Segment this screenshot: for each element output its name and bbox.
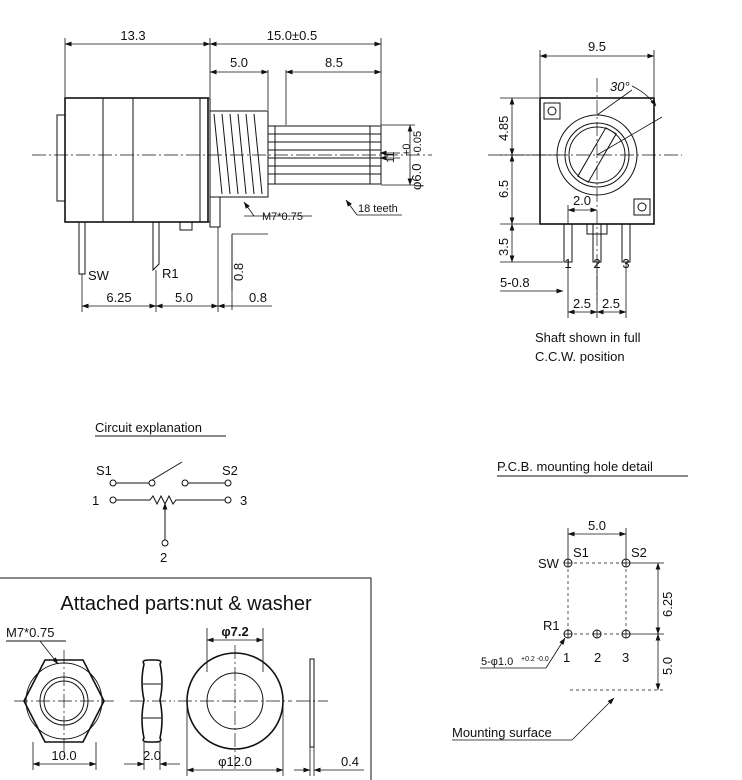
angle-note: 30° (610, 79, 630, 94)
pcb-hole-detail: P.C.B. mounting hole detail 5.0 6.25 5.0… (452, 459, 688, 741)
front-mount-tab-right (633, 198, 651, 216)
thread-note: M7*0.75 (262, 211, 303, 223)
nut-face (14, 650, 114, 760)
circuit-node-2: 2 (160, 550, 167, 565)
front-pin-2: 2 (593, 256, 600, 271)
dim-r1-offset: 5.0 (175, 290, 193, 305)
dim-lower-height: 6.5 (496, 180, 511, 198)
pcb-label-hole-2: 2 (594, 650, 601, 665)
front-view: 9.5 30° 4.85 6.5 2.0 3.5 5-0.8 1 2 3 2.5… (488, 39, 682, 364)
dim-knurl-length: 8.5 (325, 55, 343, 70)
dim-pin-count: 5-0.8 (500, 275, 530, 290)
pcb-label-hole-1: 1 (563, 650, 570, 665)
dim-sw-r1-pitch: 6.25 (106, 290, 131, 305)
washer-thickness-dim: 0.4 (341, 754, 359, 769)
dim-flat: 11 (385, 152, 397, 163)
circuit-node-1: 1 (92, 493, 99, 508)
shaft-tol-plus: +0 (401, 143, 413, 156)
washer-inner-dia: φ7.2 (221, 624, 248, 639)
label-sw-pin: SW (88, 268, 110, 283)
shaft-slot (577, 127, 617, 183)
side-view: 13.3 15.0±0.5 5.0 8.5 M7*0.75 18 teeth φ… (32, 28, 432, 312)
circuit-s2: S2 (222, 463, 238, 478)
attached-parts: Attached parts:nut & washer M7*0.75 10.0… (0, 577, 372, 780)
dim-pitch-a: 2.5 (573, 296, 591, 311)
shaft-knurl-inner (564, 122, 630, 188)
pcb-label-r1: R1 (543, 618, 560, 633)
teeth-note: 18 teeth (358, 203, 398, 215)
washer-face (178, 645, 292, 770)
pcb-title: P.C.B. mounting hole detail (497, 459, 653, 474)
shaft-tol-minus: -0.05 (412, 131, 424, 156)
pcb-label-s1: S1 (573, 545, 589, 560)
pcb-dim-top: 5.0 (588, 518, 606, 533)
dim-pin-width: 0.8 (249, 290, 267, 305)
dim-pitch-b: 2.5 (602, 296, 620, 311)
nut-thickness-dim: 2.0 (143, 748, 161, 763)
parts-thread-label: M7*0.75 (6, 625, 54, 640)
note-line-1: Shaft shown in full (535, 330, 641, 345)
side-dim-lines (64, 41, 413, 309)
pcb-label-s2: S2 (631, 545, 647, 560)
dim-pin-length: 3.5 (496, 238, 511, 256)
pcb-dim-bottom: 5.0 (660, 657, 675, 675)
nut-width-dim: 10.0 (51, 748, 76, 763)
circuit-explanation: Circuit explanation S1 S2 1 3 2 (92, 420, 247, 565)
front-pin-1: 1 (564, 256, 571, 271)
pcb-dim-side: 6.25 (660, 592, 675, 617)
dim-shaft-offset: 2.0 (573, 193, 591, 208)
pcb-hole-spec: 5-φ1.0 (481, 656, 513, 668)
pcb-hole-tolerance: +0.2 -0.0 (521, 656, 549, 663)
shaft-diameter: φ6.0 (409, 163, 424, 190)
dim-front-width: 9.5 (588, 39, 606, 54)
label-r1-pin: R1 (162, 266, 179, 281)
note-line-2: C.C.W. position (535, 349, 625, 364)
dim-shaft-length: 15.0±0.5 (267, 28, 318, 43)
parts-frame (0, 577, 372, 780)
circuit-s1: S1 (96, 463, 112, 478)
dim-body-length: 13.3 (120, 28, 145, 43)
washer-side (296, 658, 328, 748)
circuit-title: Circuit explanation (95, 420, 202, 435)
dim-upper-height: 4.85 (496, 116, 511, 141)
pcb-label-sw: SW (538, 556, 560, 571)
dim-thread-length: 5.0 (230, 55, 248, 70)
side-body (56, 97, 211, 231)
pcb-mounting-surface: Mounting surface (452, 725, 552, 740)
circuit-node-3: 3 (240, 493, 247, 508)
washer-outer-dia: φ12.0 (218, 754, 252, 769)
side-thread (209, 110, 269, 228)
front-pin-3: 3 (622, 256, 629, 271)
nut-side (130, 659, 175, 743)
parts-title: Attached parts:nut & washer (60, 593, 312, 615)
pcb-label-hole-3: 3 (622, 650, 629, 665)
dim-pin-height: 0.8 (231, 263, 246, 281)
front-mount-tab-left (543, 102, 561, 120)
